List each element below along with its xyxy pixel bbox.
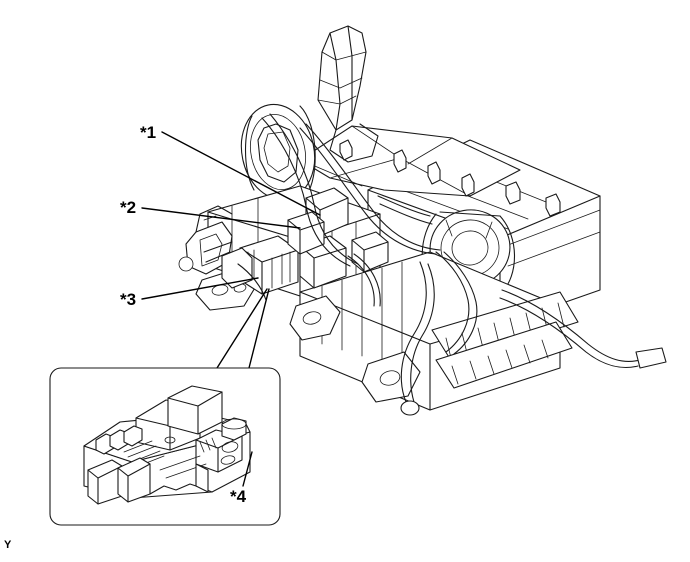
callout-label-3: *3 bbox=[120, 290, 137, 309]
corner-mark: Y bbox=[4, 539, 12, 551]
leader-line-4 bbox=[242, 451, 253, 487]
relay-connector-boxes bbox=[287, 187, 389, 273]
upper-cover bbox=[299, 125, 521, 197]
top-cover-studs bbox=[339, 139, 561, 217]
inset-detail-box bbox=[49, 367, 281, 526]
callout-label-4: *4 bbox=[230, 487, 247, 506]
callout-label-2: *2 bbox=[120, 198, 137, 217]
left-mount-bracket bbox=[178, 205, 233, 275]
motor-housing-left bbox=[240, 103, 316, 201]
main-assembly-drawing bbox=[178, 25, 667, 416]
inset-connector-lines bbox=[216, 288, 270, 369]
leader-line-3 bbox=[141, 277, 259, 300]
leader-line-1 bbox=[161, 131, 321, 216]
callout-label-1: *1 bbox=[140, 123, 157, 142]
callout-leaders bbox=[141, 131, 321, 300]
wire-harness bbox=[237, 113, 667, 416]
leader-line-2 bbox=[141, 207, 301, 229]
intake-duct bbox=[317, 25, 367, 131]
fuse-relay-block-illustration bbox=[83, 385, 251, 505]
